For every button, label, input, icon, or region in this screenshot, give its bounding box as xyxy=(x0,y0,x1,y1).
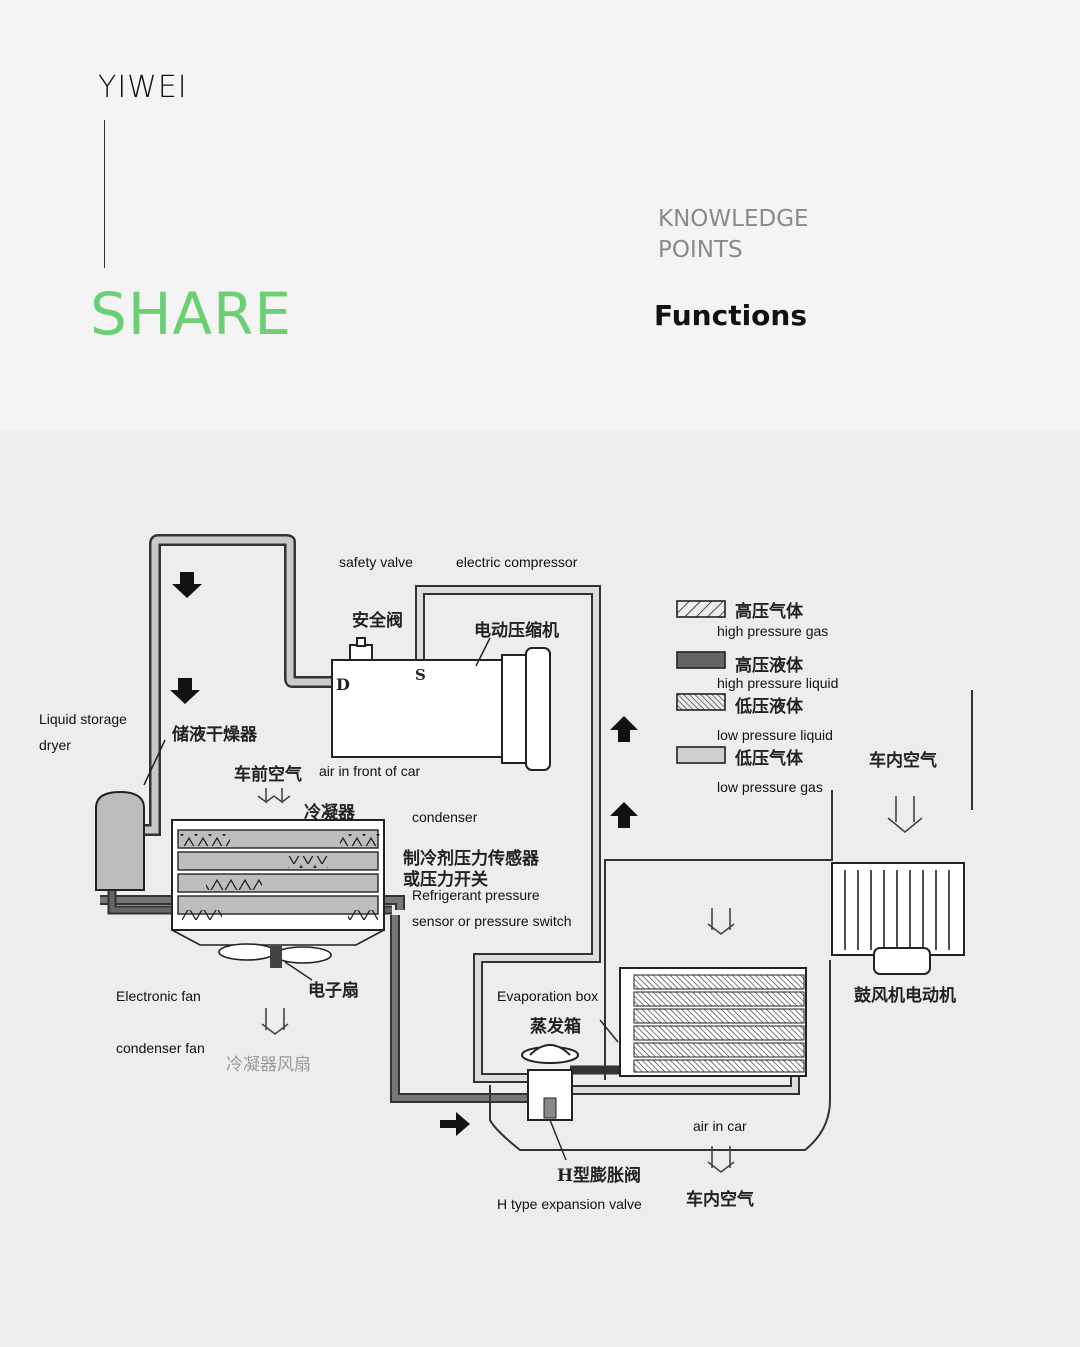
legend-cn-0: 高压气体 xyxy=(735,602,803,622)
brand-logo: YIWEI xyxy=(98,70,188,105)
cn-safety-valve: 安全阀 xyxy=(352,611,403,631)
flow-arrows xyxy=(170,572,638,1136)
port-s: S xyxy=(415,666,426,684)
cn-fan: 电子扇 xyxy=(308,981,359,1001)
label-electronic-fan: Electronic fan xyxy=(116,988,201,1004)
label-safety-valve: safety valve xyxy=(339,554,413,570)
air-duct-outline xyxy=(489,690,973,1151)
cn-dryer: 储液干燥器 xyxy=(172,725,257,745)
cn-air-front: 车前空气 xyxy=(234,765,302,785)
cn-sensor-1: 制冷剂压力传感器 xyxy=(403,849,539,869)
header: YIWEI SHARE KNOWLEDGE POINTS Functions xyxy=(0,0,1080,430)
knowledge-line-2: POINTS xyxy=(658,237,743,263)
electronic-fan-shape xyxy=(218,943,332,981)
legend-en-3: low pressure gas xyxy=(717,779,823,795)
condenser-shape xyxy=(171,819,385,946)
section-title: Functions xyxy=(654,299,808,332)
expansion-valve-shape xyxy=(521,1044,579,1161)
share-title: SHARE xyxy=(90,280,293,348)
label-condenser: condenser xyxy=(412,809,478,825)
cn-blower: 鼓风机电动机 xyxy=(854,986,956,1006)
ac-system-diagram: safety valve electric compressor 安全阀 电动压… xyxy=(0,430,1080,1347)
cn-condenser: 冷凝器 xyxy=(304,803,355,823)
label-air-in-car: air in car xyxy=(693,1118,747,1134)
legend-swatches xyxy=(676,600,726,764)
compressor-shape xyxy=(331,637,551,771)
label-refrigerant: Refrigerant pressure sensor or pressure … xyxy=(412,882,572,934)
cn-compressor: 电动压缩机 xyxy=(474,621,559,641)
cn-evaporator: 蒸发箱 xyxy=(530,1017,581,1037)
cn-condenser-fan: 冷凝器风扇 xyxy=(226,1055,311,1075)
air-arrows xyxy=(257,788,923,1174)
label-refrigerant-1: Refrigerant pressure xyxy=(412,887,540,903)
legend-en-1: high pressure liquid xyxy=(717,675,839,691)
knowledge-points-label: KNOWLEDGE POINTS xyxy=(658,204,958,266)
knowledge-line-1: KNOWLEDGE xyxy=(658,206,809,232)
pipe-outer-left xyxy=(130,534,332,836)
label-liquid-storage-1: Liquid storage xyxy=(39,711,127,727)
label-evaporation-box: Evaporation box xyxy=(497,988,599,1004)
legend-cn-3: 低压气体 xyxy=(735,749,803,769)
pipe-compressor-return xyxy=(415,585,601,1083)
blower-shape xyxy=(831,862,965,975)
cn-air-in-car-bottom: 车内空气 xyxy=(686,1190,754,1210)
cn-air-in-car-right: 车内空气 xyxy=(869,751,937,771)
cn-h-valve: H型膨胀阀 xyxy=(557,1166,642,1186)
label-electric-compressor: electric compressor xyxy=(456,554,578,570)
legend-en-0: high pressure gas xyxy=(717,623,829,639)
label-air-front: air in front of car xyxy=(319,763,421,779)
label-h-valve: H type expansion valve xyxy=(497,1196,642,1212)
diagram-drawing xyxy=(95,534,973,1174)
port-d: D xyxy=(336,675,350,694)
header-divider xyxy=(104,120,105,268)
dryer-shape xyxy=(95,739,166,891)
cn-sensor-2: 或压力开关 xyxy=(403,870,488,890)
label-condenser-fan: condenser fan xyxy=(116,1040,205,1056)
safety-valve-shape xyxy=(349,637,373,661)
label-liquid-storage: Liquid storage dryer xyxy=(39,706,127,758)
evaporator-shape xyxy=(599,967,807,1077)
label-refrigerant-2: sensor or pressure switch xyxy=(412,913,572,929)
legend-en-2: low pressure liquid xyxy=(717,727,833,743)
legend-cn-1: 高压液体 xyxy=(735,656,803,676)
legend-cn-2: 低压液体 xyxy=(735,697,803,717)
label-liquid-storage-2: dryer xyxy=(39,737,71,753)
